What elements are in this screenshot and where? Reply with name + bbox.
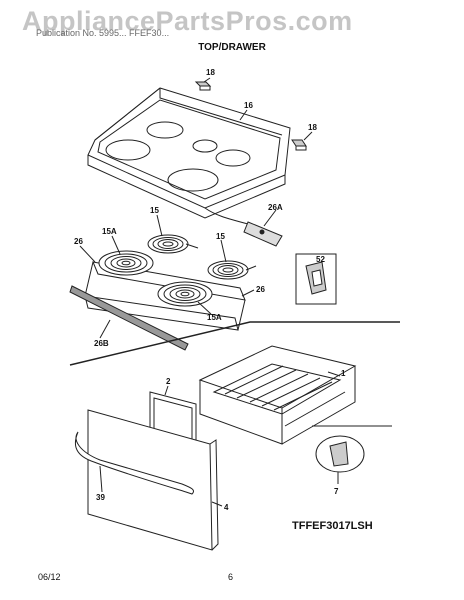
callout-26: 26 xyxy=(74,237,83,246)
watermark: AppliancePartsPros.com xyxy=(22,6,353,36)
surface-element-large-2 xyxy=(157,281,213,307)
callout-39: 39 xyxy=(96,493,105,502)
switch-inset-part xyxy=(295,253,337,305)
callout-15: 15 xyxy=(150,206,159,215)
callout-26: 26 xyxy=(256,285,265,294)
callout-15: 15 xyxy=(216,232,225,241)
wire-harness-part xyxy=(204,207,283,247)
drawer-body-part xyxy=(198,345,357,445)
callout-18: 18 xyxy=(206,68,215,77)
page-number: 6 xyxy=(228,572,234,582)
callout-15a: 15A xyxy=(102,227,117,236)
callout-15a: 15A xyxy=(207,313,222,322)
surface-element-small-2 xyxy=(207,260,257,280)
callout-26b: 26B xyxy=(94,339,109,348)
section-title: TOP/DRAWER xyxy=(198,42,266,53)
callout-4: 4 xyxy=(224,503,229,512)
callout-18: 18 xyxy=(308,123,317,132)
support-strip-part xyxy=(69,285,189,351)
callout-1: 1 xyxy=(341,369,346,378)
callout-2: 2 xyxy=(166,377,171,386)
cooktop-part xyxy=(87,87,291,219)
publication-line: Publication No. 5995... FFEF30... xyxy=(36,28,170,38)
footer-date: 06/12 xyxy=(38,572,61,582)
bracket-part-left xyxy=(194,81,212,91)
surface-element-small-1 xyxy=(147,234,199,254)
callout-7: 7 xyxy=(334,487,339,496)
bracket-part-right xyxy=(291,139,307,151)
callout-26a: 26A xyxy=(268,203,283,212)
callout-16: 16 xyxy=(244,101,253,110)
drawer-handle-part xyxy=(74,431,195,495)
slide-inset-part xyxy=(312,425,392,473)
surface-element-large-1 xyxy=(98,250,154,276)
section-separator-line xyxy=(69,321,400,366)
model-code: TFFEF3017LSH xyxy=(292,520,373,532)
callout-52: 52 xyxy=(316,255,325,264)
